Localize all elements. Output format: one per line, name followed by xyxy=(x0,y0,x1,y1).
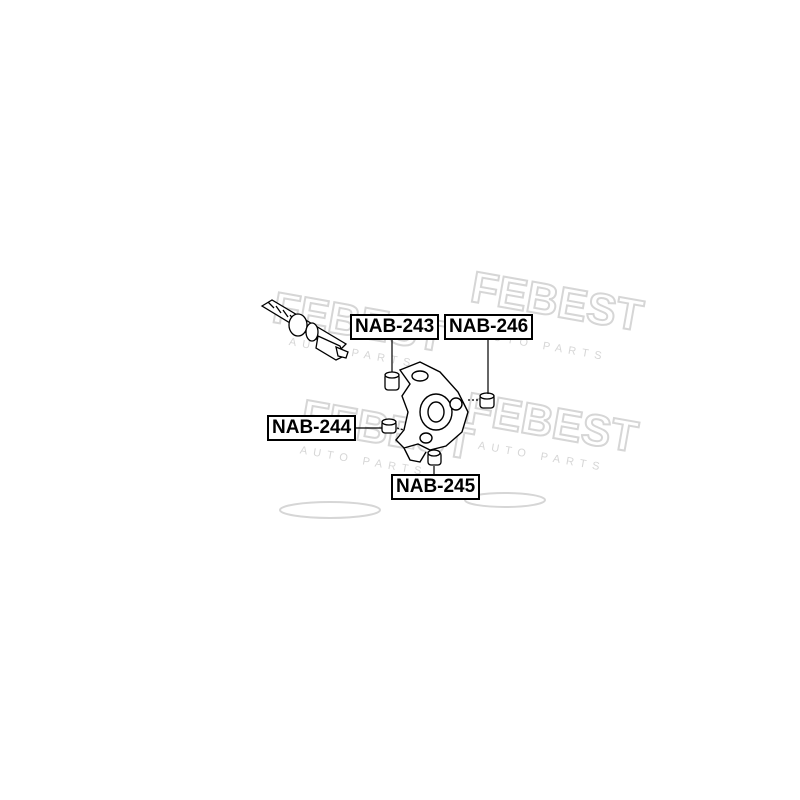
bushing-246 xyxy=(479,392,495,409)
bushing-244 xyxy=(381,418,397,434)
watermark-swoosh xyxy=(464,492,546,508)
drive-shaft xyxy=(260,299,349,361)
watermark-swoosh xyxy=(279,501,381,519)
part-label-nab-245: NAB-245 xyxy=(391,474,481,500)
bushing-245 xyxy=(427,449,442,466)
leader-244-dash xyxy=(396,427,405,431)
leader-lines xyxy=(355,338,489,474)
knuckle xyxy=(395,361,469,463)
part-label-nab-244: NAB-244 xyxy=(267,415,357,441)
part-label-nab-243: NAB-243 xyxy=(350,314,440,340)
bushing-243 xyxy=(384,371,400,391)
part-label-nab-246: NAB-246 xyxy=(444,314,534,340)
